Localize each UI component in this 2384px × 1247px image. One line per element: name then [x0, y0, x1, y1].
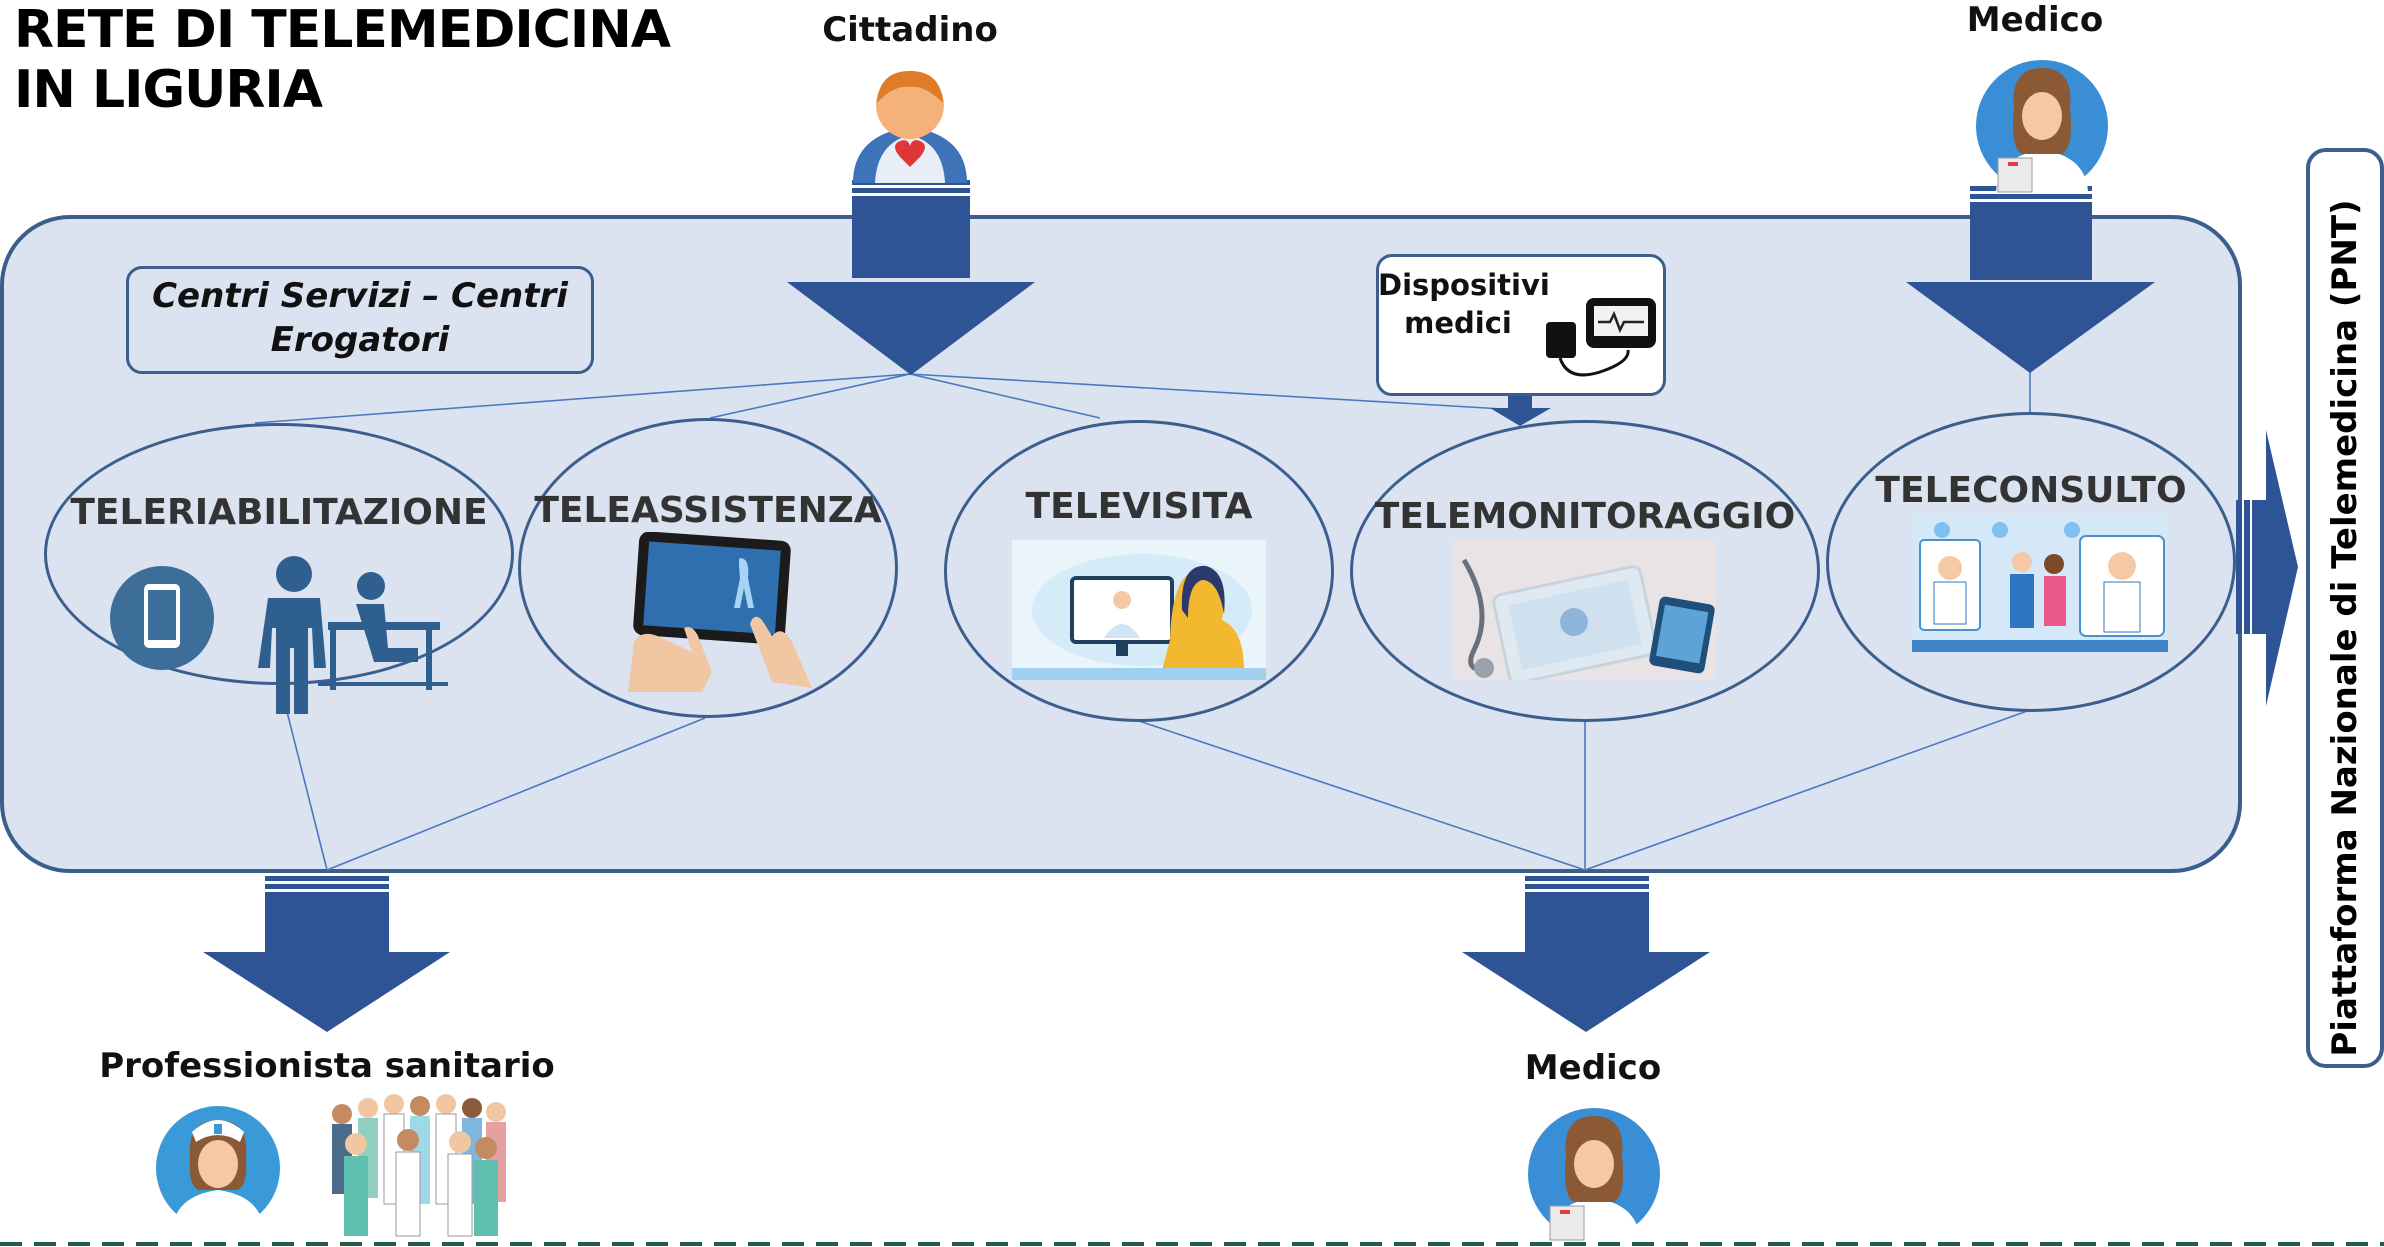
tablet-icon: [628, 532, 812, 692]
platform-label: Piattaforma Nazionale di Telemedicina (P…: [2325, 199, 2365, 1057]
telemonitoring-illustration: [1454, 540, 1716, 680]
medical-staff-group-icon: [332, 1094, 506, 1237]
service-label-teleconsultation: TELECONSULTO: [1875, 470, 2187, 511]
devices-label-line-2: medici: [1404, 306, 1512, 340]
doctor-top-label: Medico: [1966, 0, 2104, 40]
platform-box: [2306, 148, 2384, 1068]
service-label-telemonitoring: TELEMONITORAGGIO: [1374, 496, 1796, 537]
patient-rehab-icon: [110, 556, 448, 714]
platform-arrow: [2236, 430, 2298, 706]
health-professional-label: Professionista sanitario: [99, 1046, 555, 1086]
teleconsultation-illustration: [1912, 516, 2168, 652]
citizen-label: Cittadino: [822, 10, 998, 50]
doctor-bottom-avatar-icon: [1528, 1108, 1660, 1241]
doctor-bottom-arrow: [1462, 876, 1710, 1032]
centers-label-line-1: Centri Servizi – Centri: [152, 276, 568, 316]
televisit-illustration: [1012, 540, 1266, 680]
doctor-bottom-label: Medico: [1524, 1048, 1662, 1088]
title-line-1: RETE DI TELEMEDICINA: [14, 0, 671, 60]
devices-label-line-1: Dispositivi: [1378, 268, 1550, 302]
devices-label: Dispositivi medici: [1378, 266, 1550, 342]
service-label-televisit: TELEVISITA: [1025, 486, 1253, 527]
centers-label-box: [126, 266, 594, 374]
citizen-arrow: [787, 180, 1035, 375]
centers-label-line-2: Erogatori: [270, 320, 450, 360]
page-title: RETE DI TELEMEDICINA IN LIGURIA: [14, 0, 671, 120]
service-label-telerehabilitation: TELERIABILITAZIONE: [70, 492, 488, 533]
nurse-avatar-icon: [156, 1106, 280, 1232]
citizen-avatar-icon: [853, 71, 967, 183]
doctor-avatar-icon: [1976, 60, 2108, 193]
service-label-teleassistance: TELEASSISTENZA: [534, 490, 882, 531]
blood-pressure-monitor-icon: [1546, 298, 1656, 377]
title-line-2: IN LIGURIA: [14, 60, 323, 120]
professional-arrow: [203, 876, 450, 1032]
doctor-top-arrow: [1906, 186, 2155, 373]
centers-label: Centri Servizi – Centri Erogatori: [126, 274, 594, 362]
network-lines: [254, 370, 2031, 871]
